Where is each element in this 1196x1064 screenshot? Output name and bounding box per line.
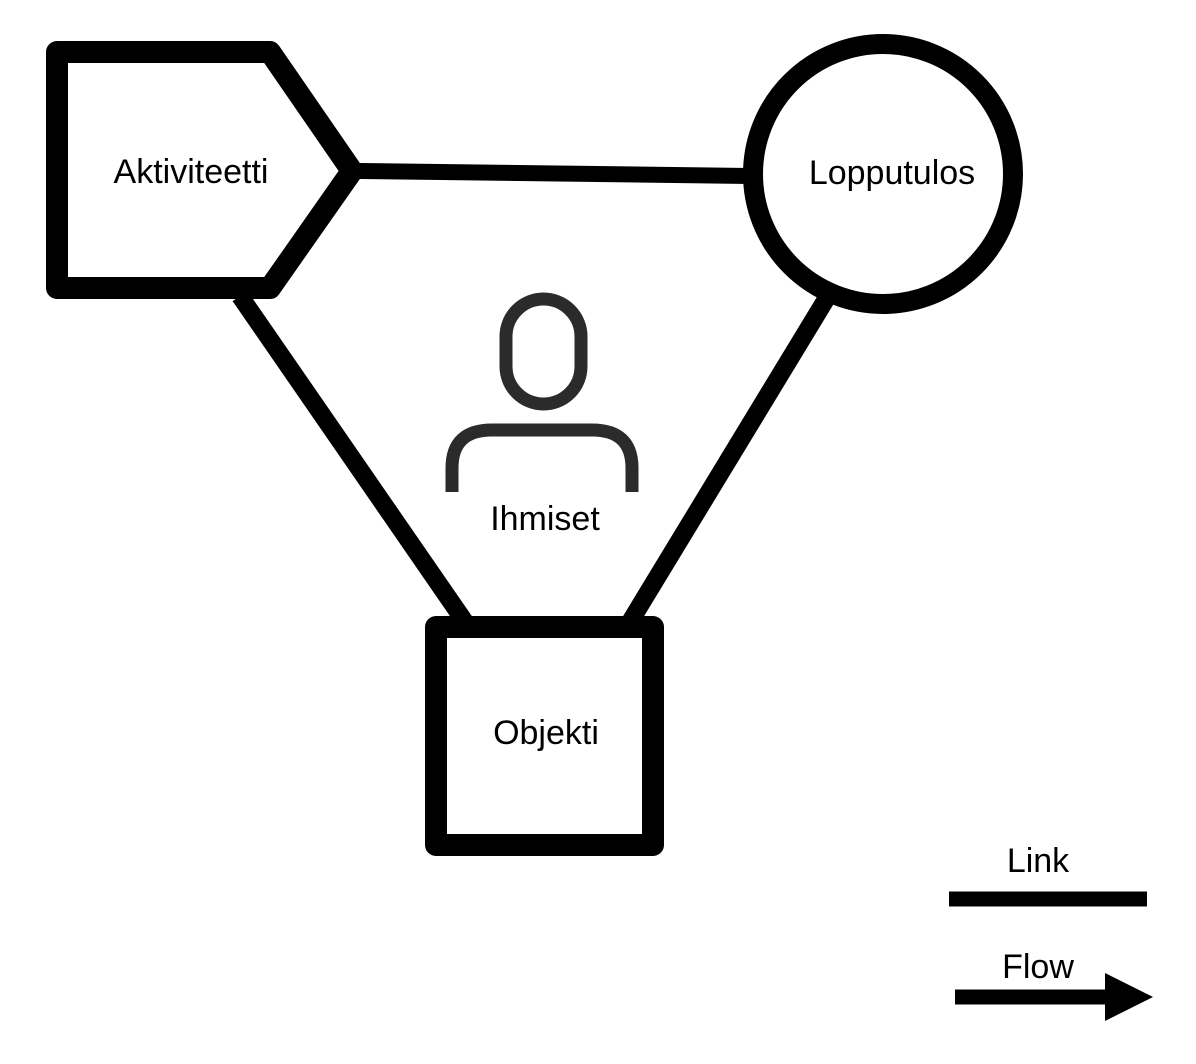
outcome-node[interactable]: Lopputulos [743, 34, 1023, 314]
legend-flow-label: Flow [1002, 948, 1074, 986]
link-activity-object [232, 290, 473, 628]
object-node[interactable]: Objekti [425, 616, 664, 856]
connectors [232, 163, 836, 628]
object-label: Objekti [493, 714, 599, 752]
activity-node[interactable]: Aktiviteetti [46, 41, 363, 299]
people-node: Ihmiset [445, 292, 639, 538]
outcome-shape [743, 34, 1023, 314]
people-label: Ihmiset [490, 500, 600, 538]
outcome-label: Lopputulos [809, 154, 975, 192]
person-icon [445, 292, 639, 492]
legend-link-label: Link [1007, 842, 1070, 880]
legend-flow-arrow [955, 973, 1153, 1021]
activity-shape [46, 41, 363, 299]
legend: Link Flow [949, 842, 1153, 1021]
link-activity-outcome [359, 163, 751, 184]
link-outcome-object [622, 291, 836, 627]
activity-label: Aktiviteetti [114, 153, 269, 191]
object-shape [425, 616, 664, 856]
